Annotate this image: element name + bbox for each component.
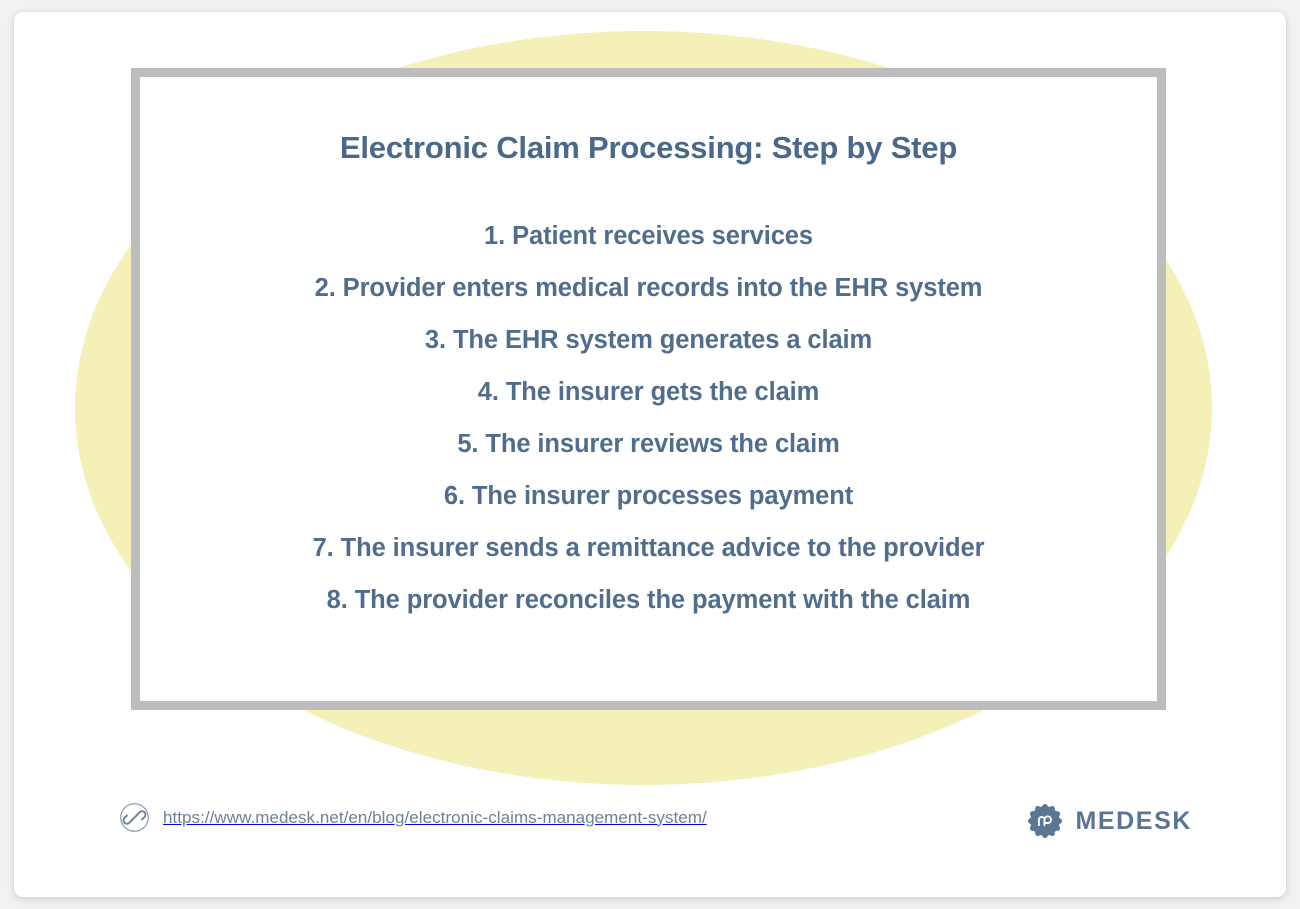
list-item: 6. The insurer processes payment bbox=[443, 482, 854, 511]
source-url-link[interactable]: https://www.medesk.net/en/blog/electroni… bbox=[119, 802, 707, 833]
slide-canvas: Electronic Claim Processing: Step by Ste… bbox=[14, 12, 1286, 897]
list-item: 2. Provider enters medical records into … bbox=[314, 274, 983, 303]
source-url-text: https://www.medesk.net/en/blog/electroni… bbox=[163, 807, 707, 827]
list-item: 5. The insurer reviews the claim bbox=[457, 430, 840, 459]
content-card: Electronic Claim Processing: Step by Ste… bbox=[131, 68, 1166, 710]
list-item: 3. The EHR system generates a claim bbox=[424, 326, 873, 355]
link-chain-icon bbox=[120, 803, 149, 832]
card-inner: Electronic Claim Processing: Step by Ste… bbox=[140, 77, 1157, 701]
list-item: 4. The insurer gets the claim bbox=[477, 378, 820, 407]
page-title: Electronic Claim Processing: Step by Ste… bbox=[339, 130, 958, 165]
list-item: 1. Patient receives services bbox=[484, 222, 813, 251]
steps-list: 1. Patient receives services 2. Provider… bbox=[170, 224, 1127, 614]
brand-logo: MEDESK bbox=[1026, 802, 1192, 840]
brand-wordmark: MEDESK bbox=[1075, 806, 1192, 835]
list-item: 7. The insurer sends a remittance advice… bbox=[312, 534, 985, 563]
footer: https://www.medesk.net/en/blog/electroni… bbox=[14, 802, 1286, 872]
list-item: 8. The provider reconciles the payment w… bbox=[326, 586, 971, 615]
medesk-monogram-badge-icon bbox=[1028, 803, 1063, 839]
